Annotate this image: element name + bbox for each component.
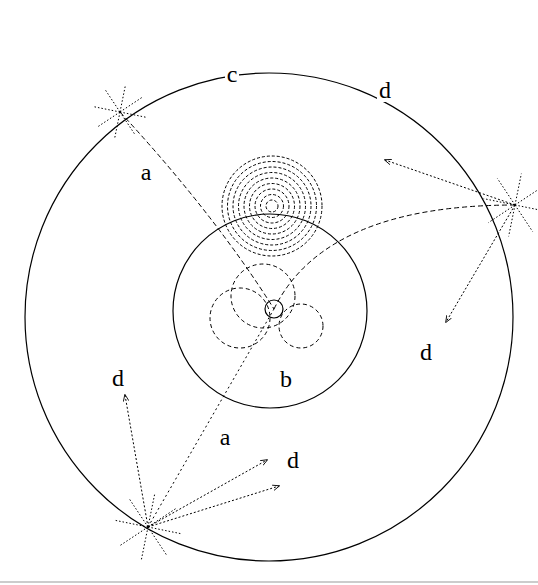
region-label: b <box>278 367 294 391</box>
region-label: a <box>139 160 154 184</box>
dashed-ring <box>244 178 300 234</box>
star-ray <box>93 106 120 112</box>
dashed-ring <box>222 156 322 256</box>
dashed-rings <box>222 156 322 256</box>
inner-circle <box>173 214 367 408</box>
dashed-ring <box>261 195 284 218</box>
dashed-ring <box>266 200 278 212</box>
star-ray <box>120 97 143 112</box>
outer-circle <box>25 73 513 561</box>
region-label: d <box>377 78 393 102</box>
star-ray <box>515 205 533 232</box>
star-ray <box>129 499 148 527</box>
dashed-ring <box>250 184 295 229</box>
star-ray <box>115 520 148 527</box>
ray-paths <box>120 112 515 527</box>
region-label: d <box>285 448 301 472</box>
star-ray <box>148 494 155 527</box>
star-ray <box>120 85 126 112</box>
star-ray <box>148 527 181 534</box>
frame-line <box>0 582 538 583</box>
dashed-ring <box>239 173 306 240</box>
star-ray <box>114 112 120 139</box>
star-ray <box>515 174 521 205</box>
star-ray <box>497 178 515 205</box>
star-ray <box>141 527 148 560</box>
region-label: d <box>110 366 126 390</box>
star-ray <box>120 112 147 118</box>
dashed-ring <box>228 162 317 251</box>
emission-arrows <box>125 160 515 527</box>
region-label: a <box>218 425 233 449</box>
star-ray <box>488 205 515 223</box>
star-ray <box>120 112 135 135</box>
dashed-ring <box>233 167 311 245</box>
star-ray <box>120 527 148 546</box>
star-sources <box>93 85 538 561</box>
region-label: d <box>418 340 434 364</box>
region-label: c <box>225 62 240 86</box>
lobe-pattern <box>210 264 323 348</box>
dashed-ring <box>255 189 289 223</box>
star-ray <box>97 112 120 127</box>
star-ray <box>515 205 538 211</box>
star-ray <box>148 527 167 555</box>
star-ray <box>105 89 120 112</box>
star-ray <box>515 187 538 205</box>
